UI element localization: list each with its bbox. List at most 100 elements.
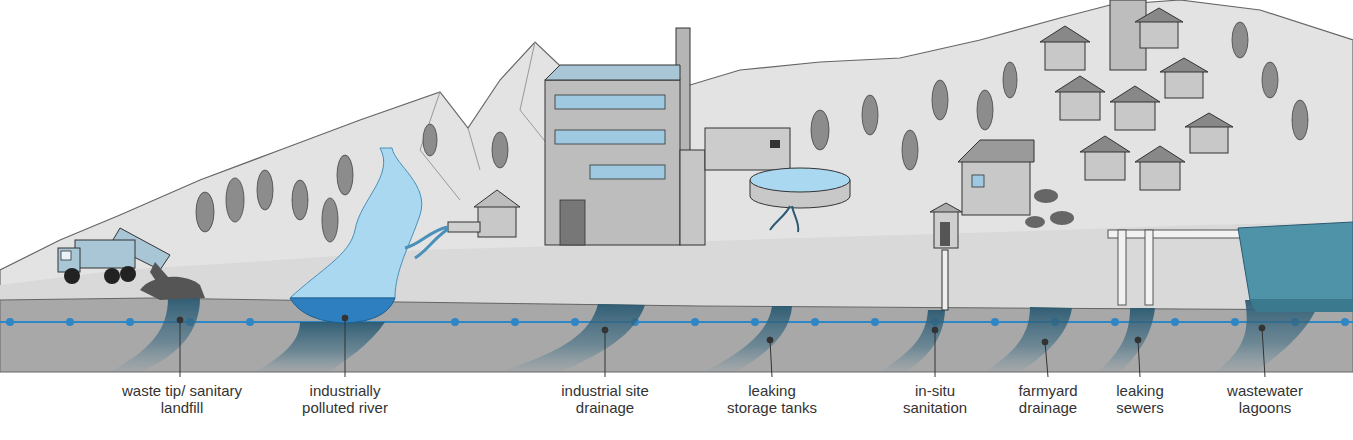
storage-tank [750, 168, 850, 232]
leader-lines-part [1045, 342, 1048, 377]
water-table-part [1111, 318, 1119, 326]
houses-part [1135, 146, 1185, 162]
mountains-part [0, 0, 1353, 310]
water-table-part [991, 318, 999, 326]
water-table-part [691, 318, 699, 326]
pollution-plumes [110, 298, 1320, 372]
leader-lines-part [770, 340, 772, 377]
outhouse [930, 203, 962, 310]
houses-part [1135, 8, 1183, 22]
callout-label: industrially polluted river [289, 382, 401, 417]
callout-label: industrial site drainage [553, 382, 657, 417]
houses-part [1115, 100, 1155, 130]
trees-part [1232, 22, 1248, 58]
leader-lines-part [1259, 325, 1265, 331]
farm-part [1025, 216, 1045, 228]
water-table-part [1341, 318, 1349, 326]
factory [545, 28, 790, 245]
wastewater-lagoon-part [1238, 222, 1353, 300]
sewer-pipes-part [1118, 230, 1126, 305]
callout-label: waste tip/ sanitary landfill [117, 382, 247, 417]
leader-lines-part [342, 315, 348, 321]
landfill-truck-part [120, 266, 136, 282]
trees-part [322, 198, 338, 242]
houses-part [1160, 58, 1208, 72]
outhouse-part [940, 222, 950, 246]
factory-part [560, 200, 585, 245]
trees-part [1003, 62, 1017, 98]
leader-lines-part [1138, 340, 1140, 377]
outfall-pipe-part [448, 222, 480, 232]
houses-part [1140, 160, 1180, 190]
callout-label: leaking sewers [1108, 382, 1172, 417]
water-table-part [6, 318, 14, 326]
factory-part [770, 140, 780, 148]
water-table-part [811, 318, 819, 326]
wastewater-lagoon-part [1250, 300, 1353, 312]
leader-lines-part [932, 327, 938, 333]
trees-part [492, 132, 508, 168]
factory-part [590, 165, 665, 179]
mountains-part [420, 42, 560, 200]
leader-lines-part [935, 330, 936, 377]
trees-part [257, 170, 273, 210]
leader-lines-part [345, 318, 346, 377]
leader-lines-part [1262, 328, 1265, 377]
water-table-part [571, 318, 579, 326]
farm-part [1034, 189, 1058, 203]
leader-lines-part [767, 337, 773, 343]
outhouse-part [942, 250, 948, 310]
houses-part [1110, 86, 1160, 102]
houses-part [1080, 136, 1130, 152]
houses-part [1140, 20, 1178, 48]
wastewater-lagoon [1238, 222, 1353, 312]
trees-part [292, 180, 308, 220]
houses-part [1045, 40, 1085, 70]
sewer-pipes-part [1108, 230, 1248, 238]
trees-part [932, 80, 948, 120]
storage-tank-part [750, 168, 850, 192]
callout-label: in-situ sanitation [895, 382, 975, 417]
callout-label: leaking storage tanks [723, 382, 821, 417]
sewer-pipes-part [1145, 230, 1153, 305]
leader-lines-part [1042, 339, 1048, 345]
leader-lines-part [180, 320, 181, 377]
factory-part [545, 65, 680, 80]
water-table-part [511, 318, 519, 326]
landfill-truck-part [104, 268, 120, 284]
trees-part [423, 124, 437, 156]
water-table-part [751, 318, 759, 326]
mountains [0, 0, 1353, 310]
outfall-pipe-part [478, 205, 516, 237]
leader-lines-part [177, 317, 183, 323]
houses-part [1085, 150, 1125, 180]
farm-part [958, 140, 1034, 162]
river [290, 148, 422, 323]
outfall-pipe-part [405, 227, 448, 258]
factory-part [555, 95, 665, 109]
trees-part [1262, 62, 1278, 98]
houses-part [1185, 113, 1233, 127]
outfall-pipe-part [474, 190, 520, 207]
landfill-truck-part [150, 262, 175, 295]
farm-part [972, 175, 984, 187]
storage-tank-part [770, 206, 798, 232]
water-table-part [451, 318, 459, 326]
river-part [290, 148, 422, 298]
water-table-part [1231, 318, 1239, 326]
factory-part [545, 80, 680, 245]
farm-part [962, 160, 1030, 215]
callout-label: wastewater lagoons [1220, 382, 1310, 417]
water-table-part [126, 318, 134, 326]
landfill-truck-part [64, 268, 80, 284]
water-table-part [871, 318, 879, 326]
landfill-truck-part [58, 248, 80, 272]
pollution-plumes-part [985, 307, 1072, 372]
callout-label: farmyard drainage [1010, 382, 1086, 417]
water-table-part [1171, 318, 1179, 326]
farm [958, 140, 1074, 228]
water-table-part [66, 318, 74, 326]
houses-part [1190, 125, 1228, 153]
ground-cross-section-part [0, 298, 1353, 372]
